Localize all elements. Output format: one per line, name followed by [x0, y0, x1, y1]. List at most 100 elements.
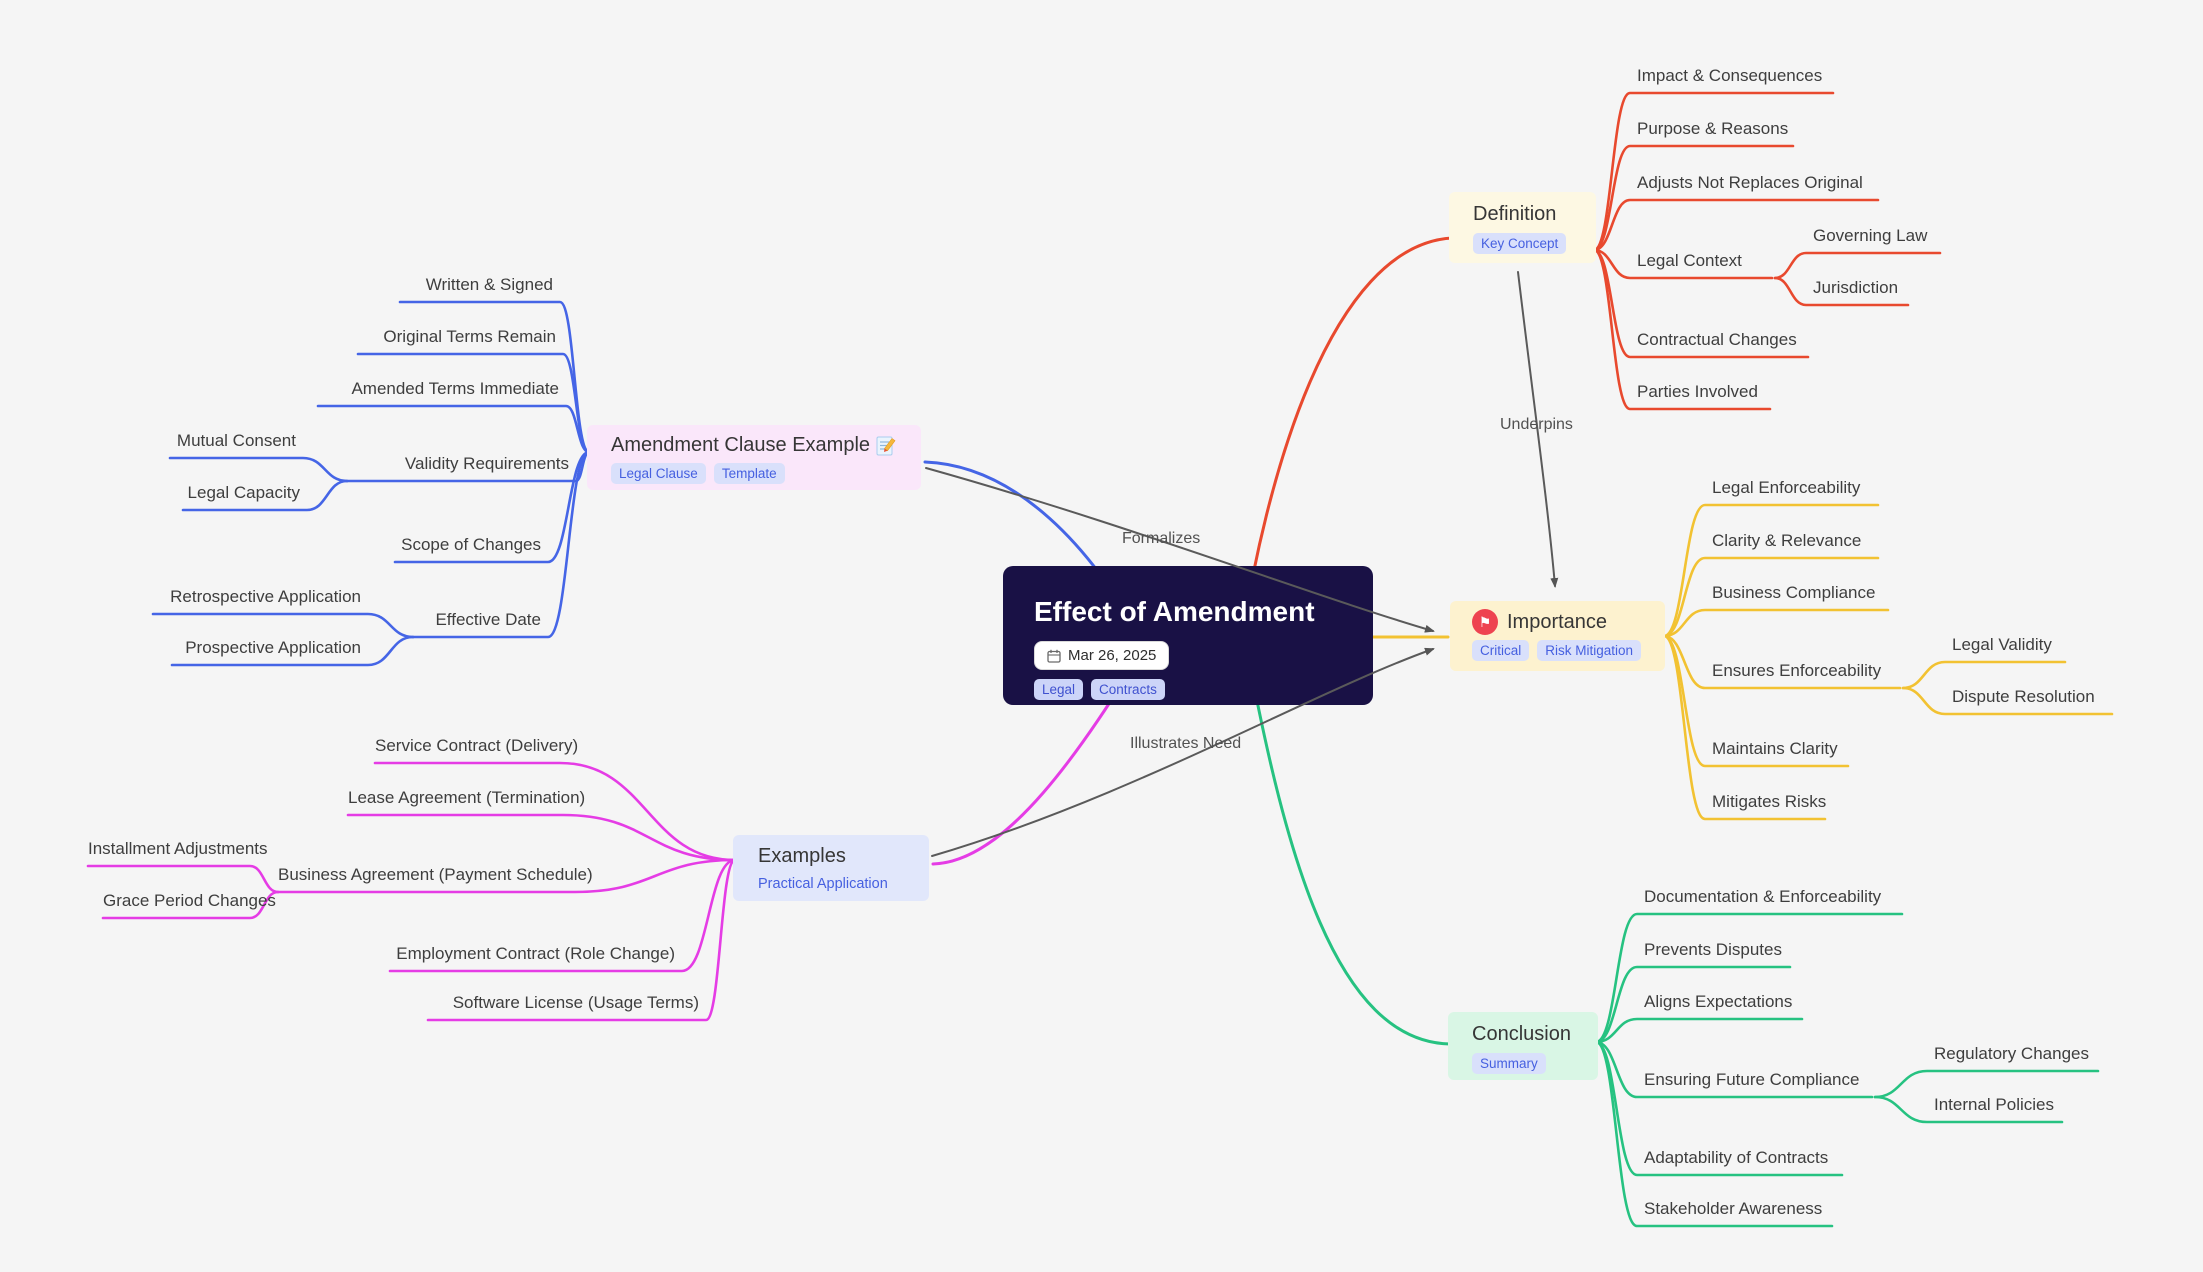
- leaf-node[interactable]: Legal Validity: [1952, 635, 2052, 654]
- branch-link: [101, 890, 280, 920]
- branch-node-importance[interactable]: ⚑ Importance Critical Risk Mitigation: [1450, 601, 1665, 671]
- leaf-node[interactable]: Written & Signed: [425, 275, 553, 294]
- leaf-node[interactable]: Service Contract (Delivery): [375, 736, 579, 755]
- branch-link: [1773, 251, 1942, 280]
- date-chip[interactable]: Mar 26, 2025: [1034, 641, 1170, 670]
- leaf-node[interactable]: Installment Adjustments: [88, 839, 268, 858]
- relation-label-underpins: Underpins: [1500, 416, 1573, 433]
- branch-node-conclusion[interactable]: Conclusion Summary: [1448, 1012, 1598, 1080]
- tag-contracts[interactable]: Contracts: [1091, 679, 1165, 700]
- branch-link: [356, 352, 591, 454]
- memo-icon: [876, 436, 896, 456]
- leaf-node[interactable]: Jurisdiction: [1813, 278, 1899, 297]
- leaf-node[interactable]: Original Terms Remain: [383, 327, 556, 346]
- leaf-node[interactable]: Governing Law: [1813, 226, 1928, 245]
- relation-label-illustrates-need: Illustrates Need: [1130, 735, 1242, 752]
- leaf-node[interactable]: Dispute Resolution: [1952, 687, 2095, 706]
- leaf-node[interactable]: Lease Agreement (Termination): [348, 788, 586, 807]
- branch-node-definition[interactable]: Definition Key Concept: [1449, 192, 1596, 263]
- central-topic-node[interactable]: Effect of Amendment Mar 26, 2025 Legal C…: [1003, 566, 1373, 705]
- leaf-node[interactable]: Adjusts Not Replaces Original: [1637, 173, 1863, 192]
- branch-link: [1592, 91, 1835, 252]
- branch-link: [1773, 276, 1910, 307]
- branch-link: [373, 761, 737, 862]
- leaf-node[interactable]: Grace Period Changes: [103, 891, 276, 910]
- branch-link: [316, 404, 591, 454]
- leaf-node[interactable]: Amended Terms Immediate: [351, 379, 559, 398]
- branch-link: [1592, 248, 1772, 411]
- branch-link: [86, 864, 280, 894]
- trunk-link: [1246, 653, 1452, 1046]
- tag-practical-application[interactable]: Practical Application: [758, 876, 888, 892]
- leaf-node[interactable]: Prevents Disputes: [1644, 940, 1782, 959]
- amendment-title: Amendment Clause Example: [611, 434, 871, 456]
- branch-link: [1662, 634, 1902, 690]
- leaf-node[interactable]: Maintains Clarity: [1712, 739, 1838, 758]
- leaf-node[interactable]: Scope of Changes: [401, 535, 541, 554]
- tag-risk-mitigation[interactable]: Risk Mitigation: [1537, 640, 1642, 661]
- branch-link: [426, 858, 737, 1022]
- branch-link: [181, 479, 349, 512]
- leaf-node[interactable]: Mutual Consent: [176, 431, 296, 450]
- leaf-node[interactable]: Retrospective Application: [170, 587, 361, 606]
- branch-link: [1594, 912, 1904, 1044]
- leaf-node[interactable]: Legal Enforceability: [1712, 478, 1861, 497]
- branch-link: [1662, 608, 1890, 638]
- branch-link: [1662, 556, 1880, 638]
- central-title: Effect of Amendment: [1034, 596, 1315, 627]
- branch-node-amendment-clause-example[interactable]: Amendment Clause Example Legal Clause Te…: [587, 425, 921, 490]
- leaf-node[interactable]: Regulatory Changes: [1934, 1044, 2089, 1063]
- leaf-node[interactable]: Internal Policies: [1934, 1095, 2055, 1114]
- branch-link: [1662, 634, 1827, 821]
- importance-title: Importance: [1507, 610, 1608, 633]
- tag-template[interactable]: Template: [713, 463, 785, 484]
- leaf-node[interactable]: Purpose & Reasons: [1637, 119, 1789, 138]
- leaf-node[interactable]: Validity Requirements: [404, 454, 569, 473]
- leaf-node[interactable]: Legal Capacity: [187, 483, 300, 502]
- branch-link: [1662, 503, 1880, 638]
- branch-link: [1901, 660, 2067, 690]
- tag-legal-clause[interactable]: Legal Clause: [611, 463, 706, 484]
- branch-link: [168, 456, 349, 483]
- leaf-node[interactable]: Mitigates Risks: [1712, 792, 1827, 811]
- leaf-node[interactable]: Legal Context: [1637, 251, 1742, 270]
- branch-node-examples[interactable]: Examples Practical Application: [733, 835, 929, 901]
- leaf-node[interactable]: Documentation & Enforceability: [1644, 887, 1882, 906]
- branch-link: [1594, 1040, 1874, 1099]
- branch-link: [1592, 144, 1795, 252]
- flag-icon: ⚑: [1472, 609, 1498, 635]
- leaf-node[interactable]: Adaptability of Contracts: [1644, 1148, 1829, 1167]
- leaf-node[interactable]: Business Compliance: [1712, 583, 1876, 602]
- leaf-node[interactable]: Aligns Expectations: [1644, 992, 1793, 1011]
- branch-link: [346, 813, 737, 862]
- leaf-node[interactable]: Impact & Consequences: [1637, 66, 1823, 85]
- leaf-node[interactable]: Software License (Usage Terms): [452, 993, 699, 1012]
- leaf-node[interactable]: Clarity & Relevance: [1712, 531, 1862, 550]
- leaf-node[interactable]: Employment Contract (Role Change): [396, 944, 675, 963]
- tag-critical[interactable]: Critical: [1472, 640, 1530, 661]
- leaf-node[interactable]: Stakeholder Awareness: [1644, 1199, 1823, 1218]
- leaf-node[interactable]: Ensures Enforceability: [1712, 661, 1882, 680]
- leaf-node[interactable]: Business Agreement (Payment Schedule): [278, 865, 593, 884]
- tag-legal[interactable]: Legal: [1034, 679, 1084, 700]
- definition-title: Definition: [1473, 203, 1557, 225]
- branch-link: [1594, 1017, 1804, 1044]
- relation-label-formalizes: Formalizes: [1122, 530, 1201, 547]
- branch-link: [1594, 1040, 1834, 1228]
- branch-link: [1873, 1095, 2064, 1124]
- branch-link: [411, 450, 591, 639]
- leaf-node[interactable]: Effective Date: [435, 610, 541, 629]
- branch-link: [276, 858, 737, 894]
- leaf-node[interactable]: Prospective Application: [185, 638, 361, 657]
- tag-key-concept[interactable]: Key Concept: [1473, 233, 1567, 254]
- branch-link: [1592, 248, 1774, 280]
- date-text: Mar 26, 2025: [1068, 647, 1157, 664]
- tag-summary[interactable]: Summary: [1472, 1053, 1546, 1074]
- leaf-node[interactable]: Ensuring Future Compliance: [1644, 1070, 1860, 1089]
- branch-link: [1901, 686, 2114, 716]
- leaf-node[interactable]: Parties Involved: [1637, 382, 1758, 401]
- leaf-node[interactable]: Contractual Changes: [1637, 330, 1797, 349]
- branch-link: [170, 635, 415, 667]
